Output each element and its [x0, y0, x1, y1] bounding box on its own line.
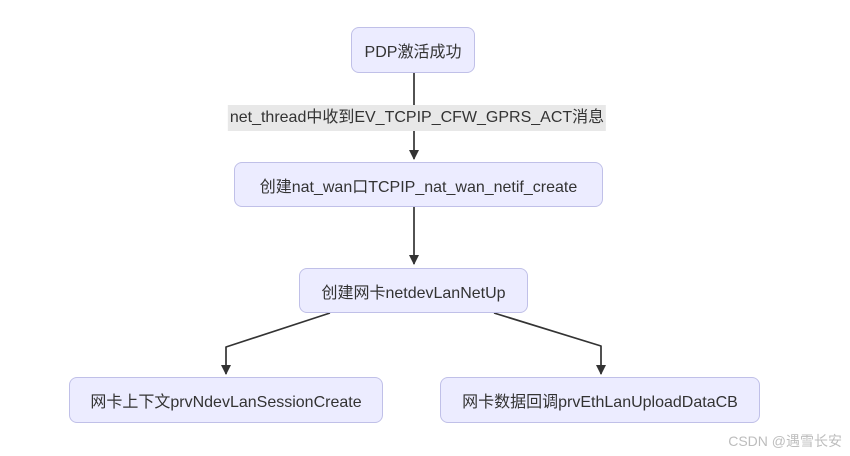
- node-label: 创建nat_wan口TCPIP_nat_wan_netif_create: [259, 178, 578, 196]
- edge-label-text: net_thread中收到EV_TCPIP_CFW_GPRS_ACT消息: [229, 109, 605, 126]
- node-session-create: 网卡上下文prvNdevLanSessionCreate: [69, 377, 383, 423]
- node-label: PDP激活成功: [364, 44, 462, 61]
- csdn-watermark: CSDN @遇雪长安: [728, 433, 842, 449]
- edge-netdev-to-session: [221, 312, 331, 375]
- node-label: 网卡数据回调prvEthLanUploadDataCB: [462, 394, 738, 411]
- node-create-nat-wan: 创建nat_wan口TCPIP_nat_wan_netif_create: [234, 162, 603, 207]
- node-label: 网卡上下文prvNdevLanSessionCreate: [90, 394, 362, 411]
- edge-netdev-to-upload: [493, 312, 606, 375]
- node-pdp-activation: PDP激活成功: [351, 27, 475, 73]
- node-create-netdev: 创建网卡netdevLanNetUp: [299, 268, 528, 313]
- edge-label-net-thread: net_thread中收到EV_TCPIP_CFW_GPRS_ACT消息: [227, 105, 607, 131]
- node-upload-data-cb: 网卡数据回调prvEthLanUploadDataCB: [440, 377, 760, 423]
- node-label: 创建网卡netdevLanNetUp: [321, 284, 506, 302]
